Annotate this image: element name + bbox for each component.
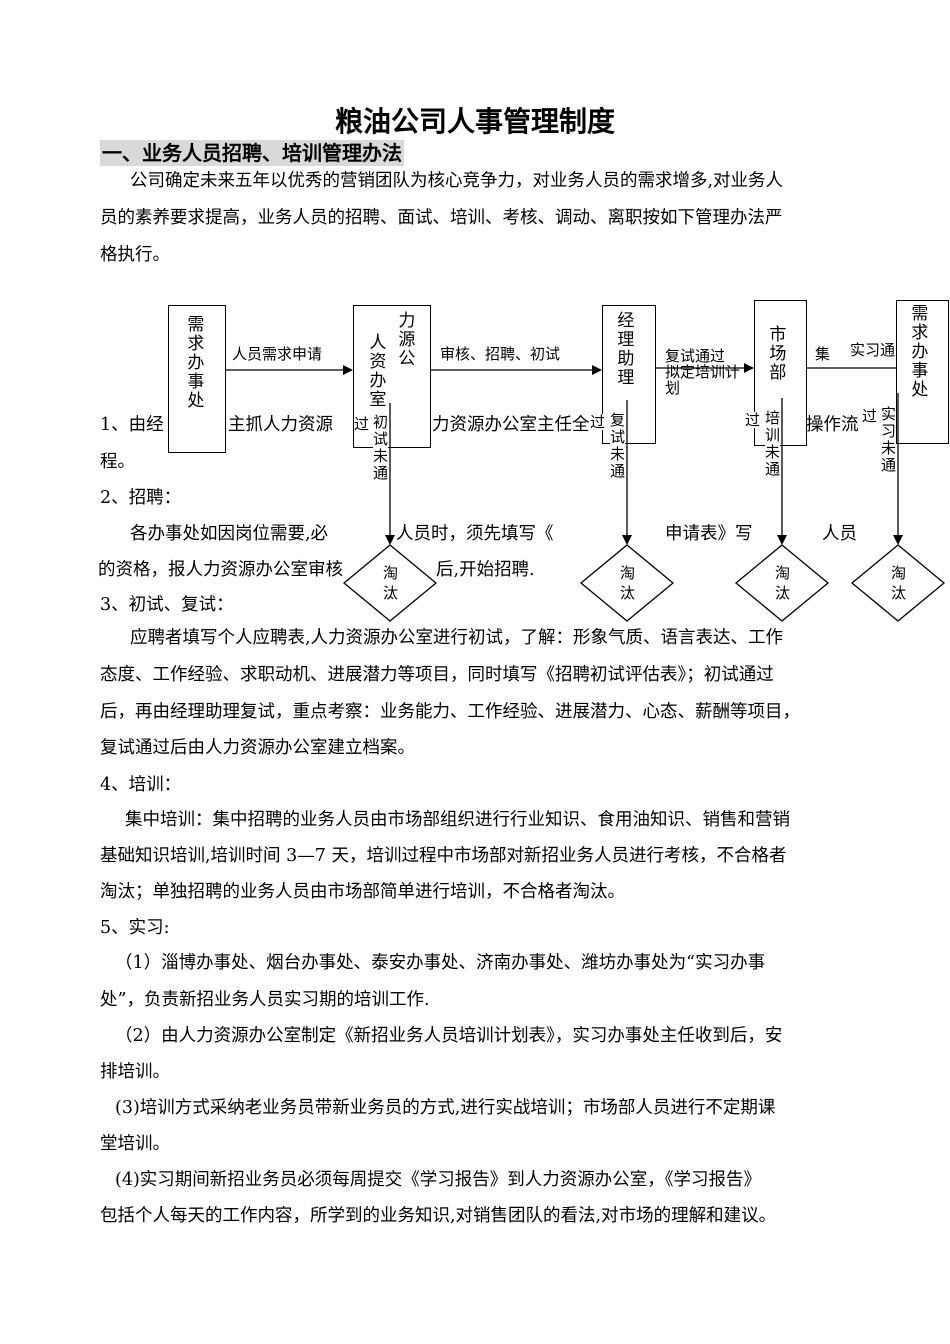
text-line: 应聘者填写个人应聘表,人力资源办公室进行初试，了解：形象气质、语言表达、工作 bbox=[130, 628, 784, 648]
text-line: 2、招聘： bbox=[100, 488, 182, 508]
arrowhead bbox=[592, 365, 602, 375]
pass-fragment: 过 bbox=[862, 407, 878, 425]
edge-label: 审核、招聘、初试 bbox=[440, 345, 561, 363]
fail-label: 复试未通 bbox=[610, 411, 626, 480]
outcome-eliminate: 淘汰 bbox=[891, 564, 907, 602]
edge-label: 人员需求申请 bbox=[232, 345, 323, 363]
text-fragment: 力资源办公室主任全 bbox=[432, 415, 590, 435]
intro-line: 格执行。 bbox=[100, 245, 170, 265]
intro-line: 公司确定未来五年以优秀的营销团队为核心竞争力，对业务人员的需求增多,对业务人 bbox=[130, 171, 784, 191]
pass-fragment: 过 bbox=[354, 415, 370, 433]
pass-fragment: 过 bbox=[590, 413, 606, 431]
intro-line: 员的素养要求提高，业务人员的招聘、面试、培训、考核、调动、离职按如下管理办法严 bbox=[100, 208, 783, 228]
fail-label: 初试未通 bbox=[373, 413, 389, 482]
section-label: 3、初试、复试： bbox=[100, 595, 234, 615]
arrowhead bbox=[777, 535, 787, 545]
text-line: 程。 bbox=[100, 452, 135, 472]
arrowhead bbox=[893, 535, 903, 545]
text-fragment: 后,开始招聘. bbox=[436, 560, 535, 580]
text-line: 处”，负责新招业务人员实习期的培训工作. bbox=[100, 990, 430, 1010]
edge-label: 划 bbox=[665, 379, 681, 397]
text-line: 排培训。 bbox=[100, 1062, 170, 1082]
node-marketing: 市场部 bbox=[754, 300, 807, 446]
text-fragment: 申请表》写 bbox=[665, 524, 753, 544]
diamond-node bbox=[579, 544, 675, 622]
flowchart-lines bbox=[226, 363, 946, 622]
text-fragment: 1、由经 bbox=[100, 415, 164, 435]
diamond-node bbox=[850, 544, 946, 622]
text-line: 后，再由经理助理复试，重点考察：业务能力、工作经验、进展潜力、心态、薪酬等项目， bbox=[100, 702, 800, 722]
edge-label: 实习通 bbox=[850, 341, 896, 359]
fail-label: 培训未通 bbox=[765, 409, 781, 478]
text-line: 基础知识培训,培训时间 3—7 天，培训过程中市场部对新招业务人员进行考核，不合… bbox=[100, 846, 787, 866]
diamond-node bbox=[342, 544, 438, 622]
section-label: 5、实习: bbox=[100, 918, 170, 938]
arrowhead bbox=[343, 365, 353, 375]
text-line: （1）淄博办事处、烟台办事处、泰安办事处、济南办事处、潍坊办事处为“实习办事 bbox=[115, 953, 766, 973]
edge-label: 复试通过 bbox=[665, 347, 726, 365]
text-fragment: 操作流 bbox=[806, 415, 859, 435]
text-line: 堂培训。 bbox=[100, 1134, 170, 1154]
section-heading: 一、业务人员招聘、培训管理办法 bbox=[100, 140, 404, 166]
edge-label: 集 bbox=[815, 345, 831, 363]
page-title: 粮油公司人事管理制度 bbox=[334, 105, 615, 138]
text-fragment: 人员 bbox=[822, 524, 857, 544]
edge-label: 拟定培训计 bbox=[665, 363, 741, 381]
section-label: 4、培训： bbox=[100, 775, 182, 795]
node-demand-office-2: 需求办事处 bbox=[896, 300, 949, 444]
text-line: 态度、工作经验、求职动机、进展潜力等项目，同时填写《招聘初试评估表》；初试通过 bbox=[100, 665, 774, 685]
diamond-node bbox=[734, 544, 830, 622]
pass-fragment: 过 bbox=[745, 411, 761, 429]
text-line: （2）由人力资源办公室制定《新招业务人员培训计划表》，实习办事处主任收到后，安 bbox=[115, 1026, 783, 1046]
text-line: 集中培训：集中招聘的业务人员由市场部组织进行行业知识、食用油知识、销售和营销 bbox=[125, 810, 790, 830]
text-fragment: 各办事处如因岗位需要,必 bbox=[130, 524, 329, 544]
text-line: (4)实习期间新招业务员必须每周提交《学习报告》到人力资源办公室，《学习报告》 bbox=[115, 1170, 762, 1190]
text-line: 淘汰；单独招聘的业务人员由市场部简单进行培训，不合格者淘汰。 bbox=[100, 882, 625, 902]
text-line: 包括个人每天的工作内容，所学到的业务知识,对销售团队的看法,对市场的理解和建议。 bbox=[100, 1206, 777, 1226]
text-line: 复试通过后由人力资源办公室建立档案。 bbox=[100, 738, 415, 758]
text-fragment: 主抓人力资源 bbox=[228, 415, 333, 435]
text-fragment: 人员时，须先填写《 bbox=[396, 524, 554, 544]
outcome-eliminate: 淘汰 bbox=[775, 564, 791, 602]
arrowhead bbox=[385, 535, 395, 545]
fail-label: 实习未通 bbox=[881, 405, 897, 474]
outcome-eliminate: 淘汰 bbox=[383, 564, 399, 602]
text-fragment: 的资格，报人力资源办公室审核 bbox=[98, 560, 343, 580]
outcome-eliminate: 淘汰 bbox=[620, 564, 636, 602]
node-demand-office: 需求办事处 bbox=[168, 305, 226, 453]
text-line: (3)培训方式采纳老业务员带新业务员的方式,进行实战培训；市场部人员进行不定期课 bbox=[115, 1098, 776, 1118]
arrowhead bbox=[622, 535, 632, 545]
arrowhead bbox=[744, 363, 754, 373]
